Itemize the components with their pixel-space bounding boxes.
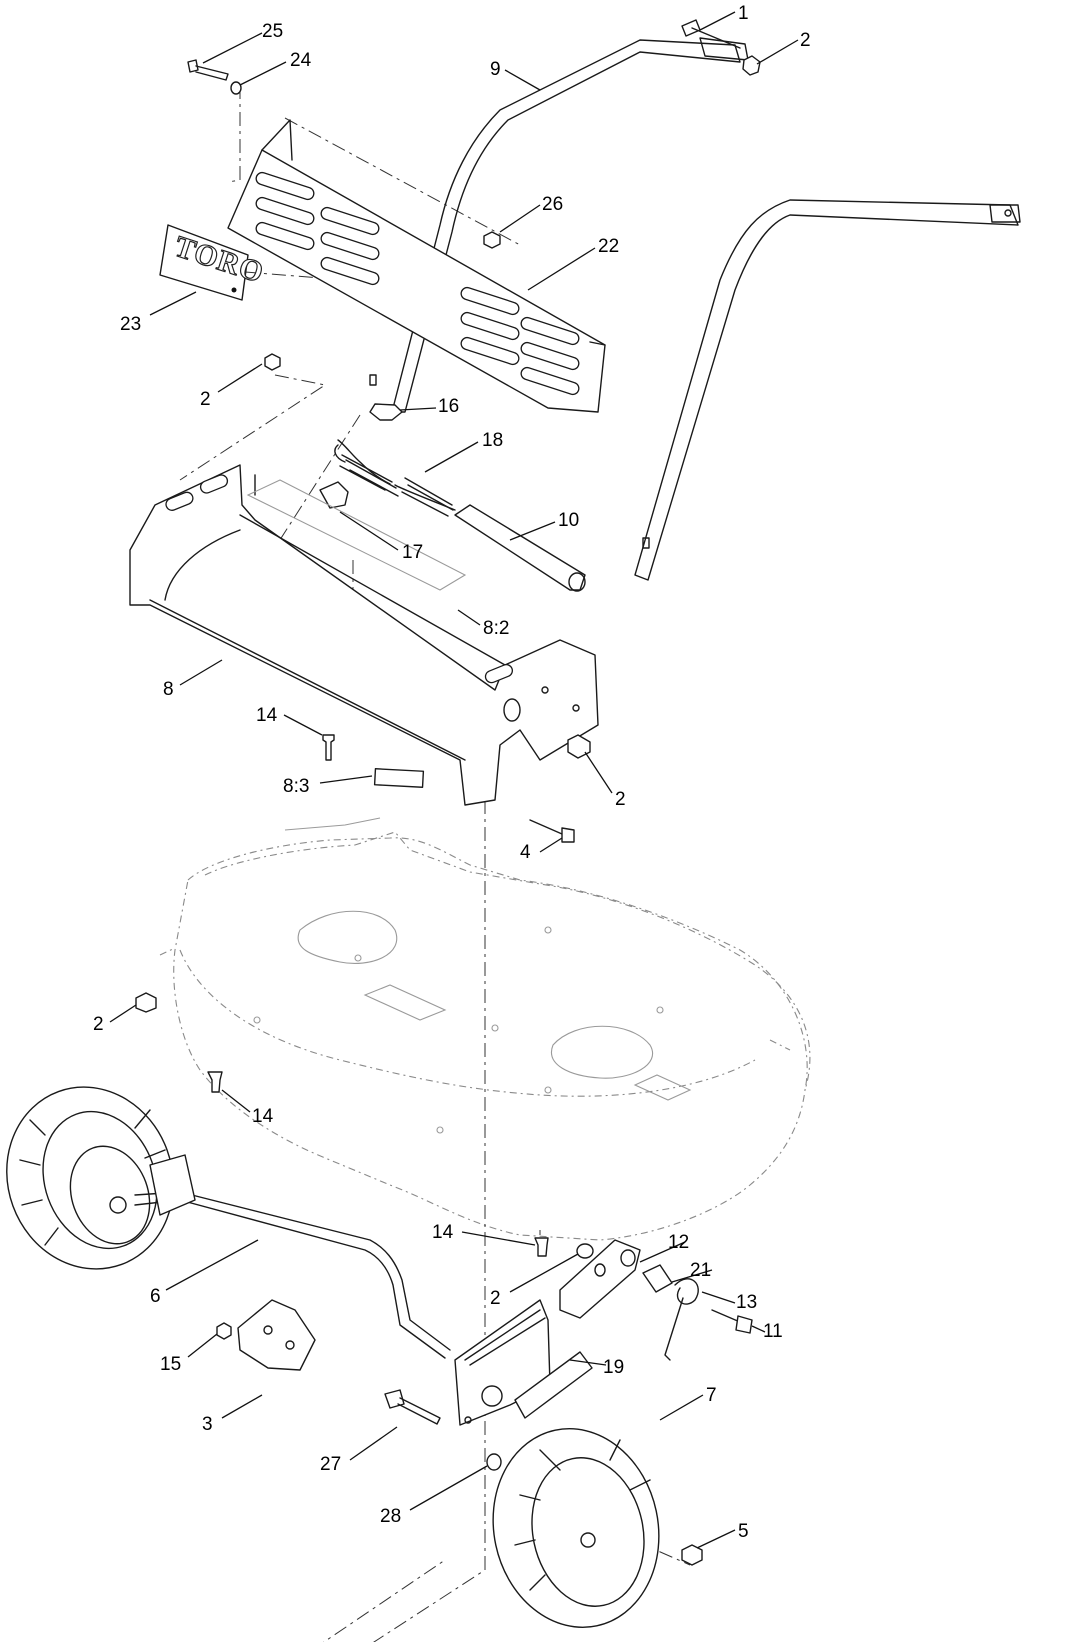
callout-22: 22 — [598, 236, 619, 257]
callout-5: 5 — [738, 1521, 749, 1542]
height-bracket-3 — [237, 1299, 316, 1371]
callout-4: 4 — [520, 842, 531, 863]
nut-2-bracket — [567, 734, 591, 759]
wheel-rear-left — [6, 1086, 174, 1270]
callout-15: 15 — [160, 1354, 181, 1375]
callout-1: 1 — [738, 3, 749, 24]
decal-8-3 — [373, 768, 425, 788]
callout-18: 18 — [482, 430, 503, 451]
callout-26: 26 — [542, 194, 563, 215]
callout-14-lower: 14 — [252, 1106, 274, 1127]
nut-2-top — [742, 55, 761, 76]
axle-6 — [134, 1154, 451, 1359]
callout-21: 21 — [690, 1260, 711, 1281]
callout-23: 23 — [120, 314, 141, 335]
washer-24 — [230, 81, 242, 95]
callout-10: 10 — [558, 510, 579, 531]
spring-18 — [334, 439, 456, 517]
clip-17 — [319, 481, 349, 509]
nut-15 — [216, 1322, 232, 1340]
bolt-14-right — [534, 1237, 549, 1257]
bolt-25 — [187, 59, 229, 81]
callout-2-link: 2 — [490, 1288, 501, 1309]
callout-9: 9 — [490, 59, 501, 80]
callout-labels: 1 2 9 25 24 26 22 23 2 16 18 10 17 8:2 8… — [93, 3, 811, 1542]
spring-13 — [664, 1278, 699, 1361]
grille-panel — [227, 119, 606, 413]
callout-12: 12 — [668, 1232, 689, 1253]
nut-26 — [483, 231, 501, 249]
height-plate-19 — [454, 1299, 593, 1426]
nut-2-deck — [135, 992, 157, 1013]
washer-28 — [486, 1453, 502, 1471]
bolt-27 — [384, 1389, 441, 1425]
pin-16 — [369, 403, 403, 421]
bolt-11 — [711, 1309, 753, 1334]
decal-8-2 — [246, 479, 467, 591]
callout-25: 25 — [262, 21, 283, 42]
callout-2-bracket: 2 — [615, 789, 626, 810]
callout-8-2: 8:2 — [483, 618, 509, 639]
leader-lines — [109, 11, 799, 1549]
callout-8: 8 — [163, 679, 174, 700]
callout-17: 17 — [402, 542, 423, 563]
washer-2-link — [576, 1243, 594, 1259]
callout-14-right: 14 — [432, 1222, 454, 1243]
callout-27: 27 — [320, 1454, 341, 1475]
bolt-4 — [529, 819, 575, 843]
bolt-14-lower — [207, 1071, 223, 1093]
callout-13: 13 — [736, 1292, 757, 1313]
nut-2-left — [264, 353, 281, 371]
callout-19: 19 — [603, 1357, 624, 1378]
bushing-21 — [642, 1264, 673, 1293]
mower-deck-outline — [159, 817, 811, 1241]
bracket-8 — [129, 464, 599, 806]
wheel-front-7 — [492, 1428, 660, 1628]
callout-2-top: 2 — [800, 30, 811, 51]
bolt-14-upper — [322, 734, 335, 761]
nut-5 — [681, 1544, 703, 1566]
callout-7: 7 — [706, 1385, 717, 1406]
callout-2-left: 2 — [200, 389, 211, 410]
callout-8-3: 8:3 — [283, 776, 309, 797]
tube-10 — [454, 504, 586, 592]
callout-16: 16 — [438, 396, 459, 417]
callout-6: 6 — [150, 1286, 161, 1307]
callout-11: 11 — [763, 1321, 783, 1342]
handle-bar-part — [369, 37, 1021, 581]
callout-3: 3 — [202, 1414, 213, 1435]
callout-14-upper: 14 — [256, 705, 278, 726]
callout-2-deck: 2 — [93, 1014, 104, 1035]
callout-24: 24 — [290, 50, 312, 71]
callout-28: 28 — [380, 1506, 401, 1527]
link-12 — [559, 1239, 641, 1319]
